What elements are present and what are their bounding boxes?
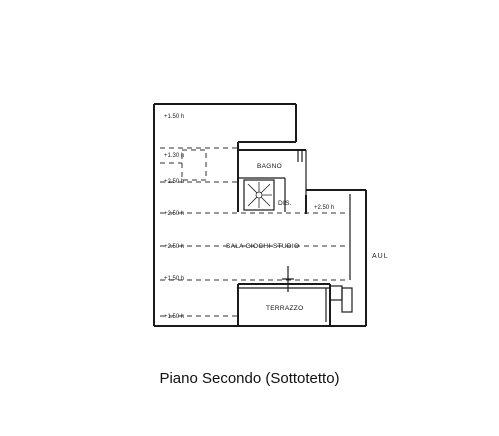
room-label-bagno: BAGNO — [257, 163, 282, 170]
room-label-aul: AUL — [372, 253, 389, 260]
room-label-terrazzo: TERRAZZO — [266, 305, 303, 312]
level-label-1: +1.50 h — [164, 114, 184, 120]
level-label-4: +2.50 h — [164, 211, 184, 217]
level-label-7: +1.50 h — [164, 314, 184, 320]
terrazzo-corner-box — [329, 285, 343, 301]
staircase-steps — [247, 182, 272, 208]
plan-caption: Piano Secondo (Sottotetto) — [159, 370, 340, 387]
room-label-sala: SALA GIOCHI-STUDIO — [226, 243, 299, 250]
room-label-dis: DIS. — [278, 200, 292, 207]
terrazzo-corner-box-2 — [341, 287, 353, 313]
level-label-5: +2.50 h — [164, 244, 184, 250]
storage-dashed-outline — [181, 149, 207, 181]
level-label-dis: +2.50 h — [314, 205, 334, 211]
staircase — [243, 179, 275, 211]
level-label-3: +2.50 h — [164, 179, 184, 185]
level-label-2: +1.30 h — [164, 153, 184, 159]
staircase-core — [255, 191, 263, 199]
level-label-6: +1.50 h — [164, 276, 184, 282]
